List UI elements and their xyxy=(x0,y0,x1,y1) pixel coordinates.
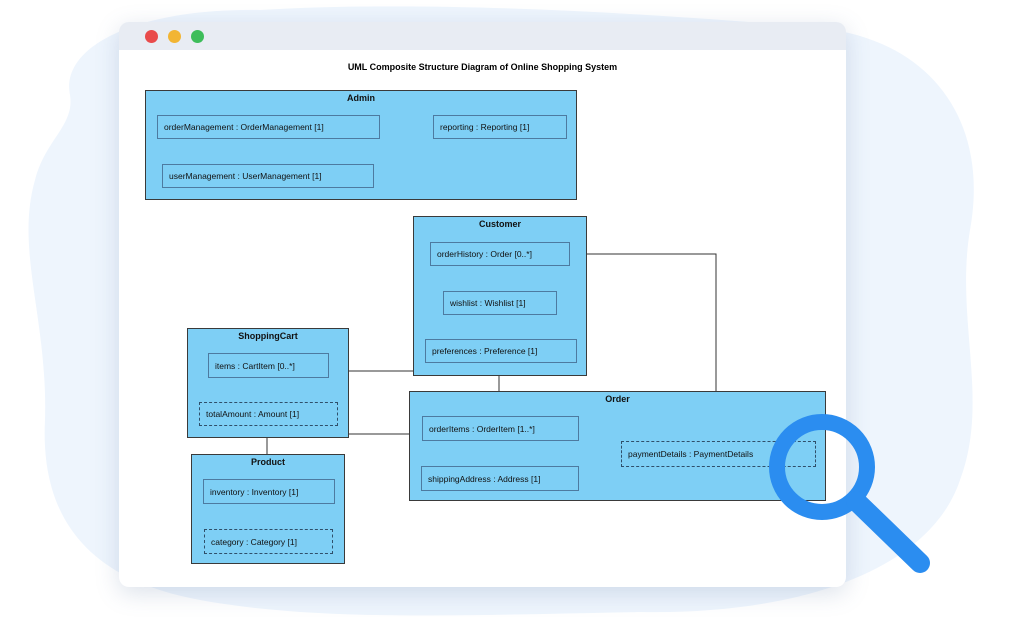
class-customer[interactable]: Customer orderHistory : Order [0..*] wis… xyxy=(413,216,587,376)
part-order-items[interactable]: orderItems : OrderItem [1..*] xyxy=(422,416,579,441)
class-order-name: Order xyxy=(605,394,630,404)
part-user-management[interactable]: userManagement : UserManagement [1] xyxy=(162,164,374,188)
part-items[interactable]: items : CartItem [0..*] xyxy=(208,353,329,378)
connector-orderhistory-paymentdetails xyxy=(568,253,717,441)
app-window: UML Composite Structure Diagram of Onlin… xyxy=(119,22,846,587)
class-customer-name: Customer xyxy=(478,219,521,229)
part-inventory[interactable]: inventory : Inventory [1] xyxy=(203,479,335,504)
class-shopping-cart[interactable]: ShoppingCart items : CartItem [0..*] tot… xyxy=(187,328,349,438)
class-admin[interactable]: Admin orderManagement : OrderManagement … xyxy=(145,90,577,200)
class-admin-name: Admin xyxy=(347,93,375,103)
maximize-dot[interactable] xyxy=(191,30,204,43)
magnifier-icon xyxy=(769,414,930,573)
class-shopping-cart-name: ShoppingCart xyxy=(238,331,298,341)
class-product-name: Product xyxy=(250,457,285,467)
minimize-dot[interactable] xyxy=(168,30,181,43)
part-preferences[interactable]: preferences : Preference [1] xyxy=(425,339,577,363)
part-shipping-address[interactable]: shippingAddress : Address [1] xyxy=(421,466,579,491)
part-order-history[interactable]: orderHistory : Order [0..*] xyxy=(430,242,570,266)
part-total-amount[interactable]: totalAmount : Amount [1] xyxy=(199,402,338,426)
part-category[interactable]: category : Category [1] xyxy=(204,529,333,554)
part-reporting[interactable]: reporting : Reporting [1] xyxy=(433,115,567,139)
close-dot[interactable] xyxy=(145,30,158,43)
class-order[interactable]: Order orderItems : OrderItem [1..*] paym… xyxy=(409,391,826,501)
window-titlebar xyxy=(119,22,846,50)
part-wishlist[interactable]: wishlist : Wishlist [1] xyxy=(443,291,557,315)
diagram-title: UML Composite Structure Diagram of Onlin… xyxy=(347,62,618,72)
part-order-management[interactable]: orderManagement : OrderManagement [1] xyxy=(157,115,380,139)
class-product[interactable]: Product inventory : Inventory [1] catego… xyxy=(191,454,345,564)
